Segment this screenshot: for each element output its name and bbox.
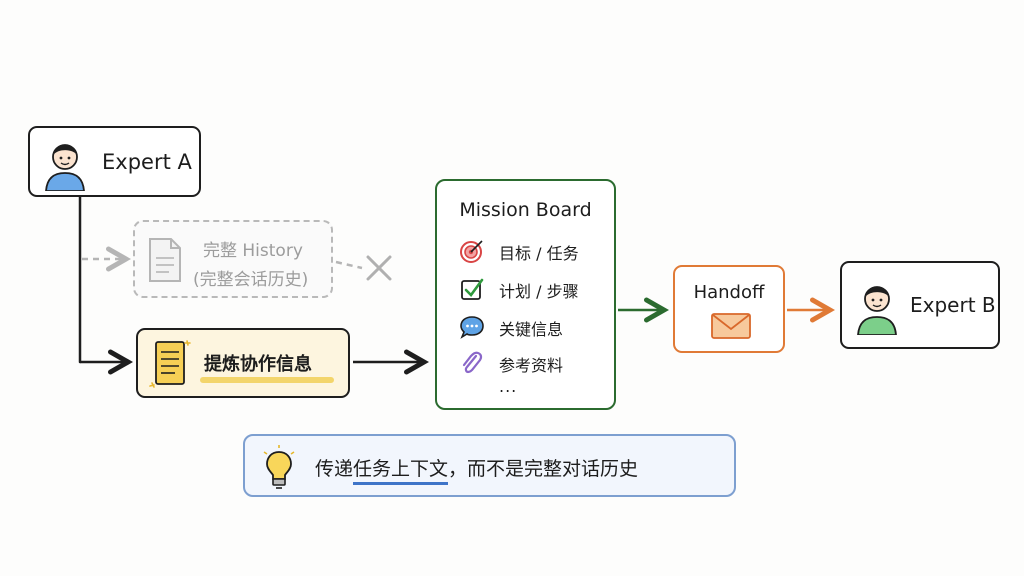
mission-item-plan: 计划 / 步骤 — [459, 275, 609, 303]
envelope-icon — [711, 313, 751, 339]
history-rejected-line — [335, 260, 363, 270]
expert-b-box: Expert B — [840, 261, 1000, 349]
mission-item-label: 目标 / 任务 — [499, 244, 579, 263]
expert-a-label: Expert A — [102, 150, 192, 174]
tip-highlight: 任务上下文 — [353, 454, 449, 485]
document-icon — [149, 238, 181, 282]
expert-b-label: Expert B — [910, 293, 996, 317]
expert-a-box: Expert A — [28, 126, 201, 197]
reject-x-icon — [366, 255, 392, 281]
refine-info-box: 提炼协作信息 — [136, 328, 350, 398]
checkbox-icon — [461, 278, 484, 300]
refine-highlight — [200, 377, 334, 383]
handoff-label: Handoff — [693, 282, 765, 303]
mission-board: Mission Board 目标 / 任务 计划 / 步骤 关键信息 参考资料 … — [435, 179, 616, 410]
mission-item-references: 参考资料 — [459, 349, 609, 377]
paperclip-icon — [462, 351, 483, 374]
tip-text: 传递 任务上下文，而不是完整对话历史 — [315, 454, 638, 485]
mission-board-title: Mission Board — [459, 199, 592, 221]
mission-item-label: 参考资料 — [499, 356, 564, 375]
mission-more-indicator: ... — [499, 377, 518, 396]
refine-label: 提炼协作信息 — [204, 354, 312, 375]
tip-prefix: 传递 — [315, 458, 354, 480]
mission-item-key-info: 关键信息 — [459, 313, 609, 341]
notepad-icon — [149, 340, 191, 388]
mission-item-label: 计划 / 步骤 — [499, 282, 579, 301]
person-avatar-icon — [45, 144, 85, 191]
tip-suffix: ，而不是完整对话历史 — [448, 458, 639, 480]
history-title: 完整 History — [203, 241, 303, 261]
person-avatar-icon — [857, 286, 897, 335]
lightbulb-icon — [263, 445, 295, 489]
handoff-box: Handoff — [673, 265, 785, 353]
mission-item-label: 关键信息 — [499, 320, 564, 339]
full-history-box: 完整 History (完整会话历史) — [133, 220, 333, 298]
speech-bubble-icon — [460, 316, 484, 339]
target-icon — [460, 240, 483, 263]
tip-banner: 传递 任务上下文，而不是完整对话历史 — [243, 434, 736, 497]
mission-item-goal: 目标 / 任务 — [459, 237, 609, 265]
history-subtitle: (完整会话历史) — [193, 270, 309, 290]
